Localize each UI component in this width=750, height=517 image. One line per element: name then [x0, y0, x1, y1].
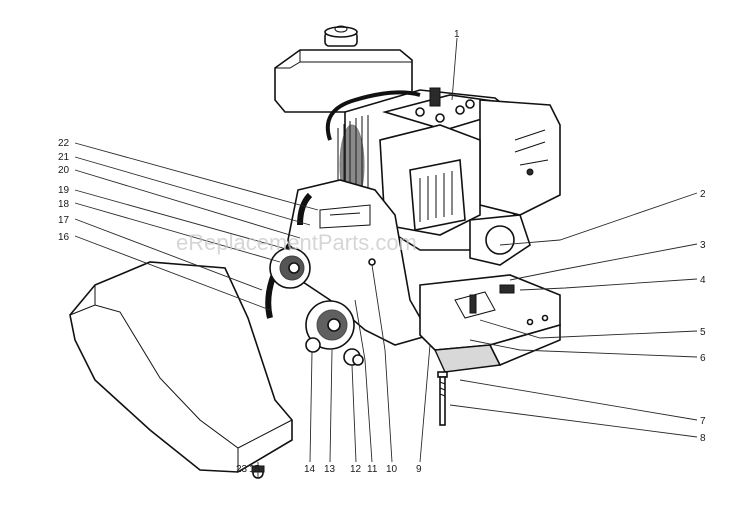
callout-9: 9 — [416, 464, 422, 475]
leader-lines — [74, 37, 698, 478]
callout-16: 16 — [58, 232, 70, 243]
mounting-bolt — [437, 371, 448, 426]
driven-pulley — [305, 300, 355, 350]
callout-17: 17 — [58, 215, 70, 226]
callout-22: 22 — [58, 138, 70, 149]
callout-21: 21 — [58, 152, 70, 163]
callout-23: 23 — [236, 464, 248, 475]
callout-4: 4 — [700, 275, 706, 286]
callout-11: 11 — [367, 464, 378, 475]
callout-5: 5 — [700, 327, 706, 338]
callout-8: 8 — [700, 433, 706, 444]
base-frame — [419, 274, 561, 373]
callout-10: 10 — [386, 464, 398, 475]
callout-2: 2 — [700, 189, 706, 200]
callout-13: 13 — [324, 464, 336, 475]
belt-guard-cover — [69, 261, 293, 473]
callout-3: 3 — [700, 240, 706, 251]
callout-14: 14 — [304, 464, 316, 475]
callout-15: 15 — [249, 464, 261, 475]
callout-20: 20 — [58, 165, 70, 176]
callout-12: 12 — [350, 464, 362, 475]
callout-6: 6 — [700, 353, 706, 364]
callout-18: 18 — [58, 199, 70, 210]
watermark: eReplacementParts.com — [176, 230, 417, 255]
callout-labels: 1 2 3 4 5 6 7 8 9 10 11 12 13 14 23 15 1… — [58, 29, 706, 475]
callout-7: 7 — [700, 416, 706, 427]
engine-pulley — [269, 247, 311, 289]
callout-1: 1 — [454, 29, 460, 40]
idler-pulley — [305, 337, 364, 366]
callout-19: 19 — [58, 185, 70, 196]
